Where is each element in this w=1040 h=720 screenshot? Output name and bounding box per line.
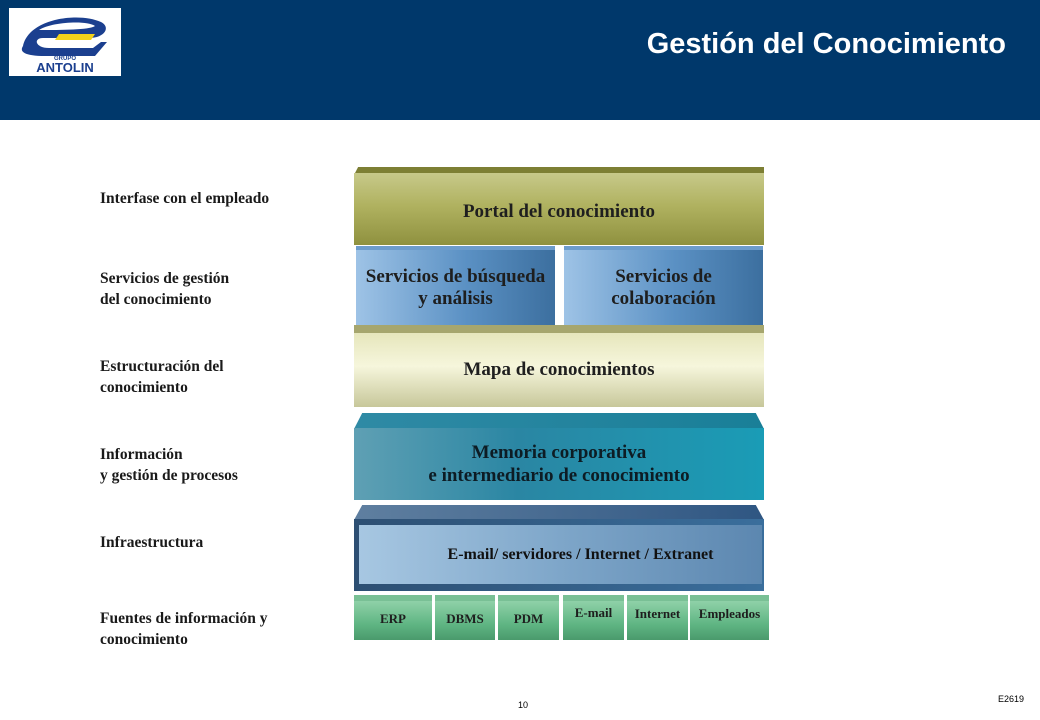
infraestructura-layer-top [354, 505, 764, 520]
infraestructura-label: E-mail/ servidores / Internet / Extranet [447, 545, 714, 563]
label-servicios: Servicios de gestión del conocimiento [100, 268, 229, 310]
busqueda-label-line: y análisis [418, 288, 493, 309]
busqueda-layer-top [356, 246, 555, 252]
document-code: E2619 [998, 694, 1025, 704]
mapa-layer-top [354, 325, 764, 335]
portal-layer: Portal del conocimiento [354, 173, 764, 245]
page-title: Gestión del Conocimiento [646, 28, 1006, 60]
infraestructura-layer: E-mail/ servidores / Internet / Extranet [359, 525, 762, 584]
grupo-antolin-logo: GRUPO ANTOLIN [9, 8, 121, 76]
source-email: E-mail [563, 595, 624, 640]
label-line: Servicios de gestión [100, 270, 230, 287]
source-pdm: PDM [498, 595, 559, 640]
source-erp: ERP [354, 595, 432, 640]
source-label: DBMS [446, 611, 484, 626]
colaboracion-layer-top [564, 246, 763, 252]
source-label: ERP [380, 611, 406, 626]
mapa-label: Mapa de conocimientos [463, 359, 655, 380]
busqueda-label-line: Servicios de búsqueda [365, 266, 546, 287]
portal-layer-top [354, 167, 764, 175]
page-number: 10 [518, 700, 529, 710]
label-line: Interfase con el empleado [100, 190, 270, 207]
label-estructuracion: Estructuración del conocimiento [100, 356, 224, 398]
memoria-layer-top [354, 413, 764, 429]
source-dbms: DBMS [435, 595, 495, 640]
source-label: PDM [513, 611, 544, 626]
source-label: Empleados [698, 606, 761, 621]
label-line: Información [100, 446, 183, 463]
memoria-label-line: Memoria corporativa [471, 442, 647, 463]
label-line: Fuentes de información y [100, 610, 268, 627]
label-line: y gestión de procesos [100, 467, 238, 484]
label-infraestructura: Infraestructura [100, 532, 203, 553]
memoria-layer: Memoria corporativa e intermediario de c… [354, 428, 764, 500]
memoria-label-line: e intermediario de conocimiento [428, 465, 690, 486]
colaboracion-layer: Servicios de colaboración [564, 250, 763, 326]
logo-graphic: GRUPO ANTOLIN [21, 17, 108, 75]
label-line: Infraestructura [100, 534, 204, 551]
source-internet: Internet [627, 595, 688, 640]
label-informacion: Información y gestión de procesos [100, 444, 238, 486]
source-label: Internet [634, 606, 681, 621]
source-label: E-mail [574, 605, 613, 620]
source-empleados: Empleados [690, 595, 769, 640]
label-line: conocimiento [100, 379, 188, 396]
label-interfase: Interfase con el empleado [100, 188, 269, 209]
mapa-layer: Mapa de conocimientos [354, 333, 764, 407]
portal-label: Portal del conocimiento [462, 201, 656, 222]
colaboracion-label-line: colaboración [611, 288, 716, 309]
colaboracion-label-line: Servicios de [615, 266, 712, 287]
busqueda-layer: Servicios de búsqueda y análisis [356, 250, 555, 326]
label-line: conocimiento [100, 631, 188, 648]
label-line: Estructuración del [100, 358, 224, 375]
svg-text:GRUPO: GRUPO [54, 56, 76, 62]
svg-text:ANTOLIN: ANTOLIN [36, 60, 94, 75]
header-bar: GRUPO ANTOLIN Gestión del Conocimiento [0, 0, 1040, 120]
label-line: del conocimiento [100, 291, 212, 308]
label-fuentes: Fuentes de información y conocimiento [100, 608, 267, 650]
